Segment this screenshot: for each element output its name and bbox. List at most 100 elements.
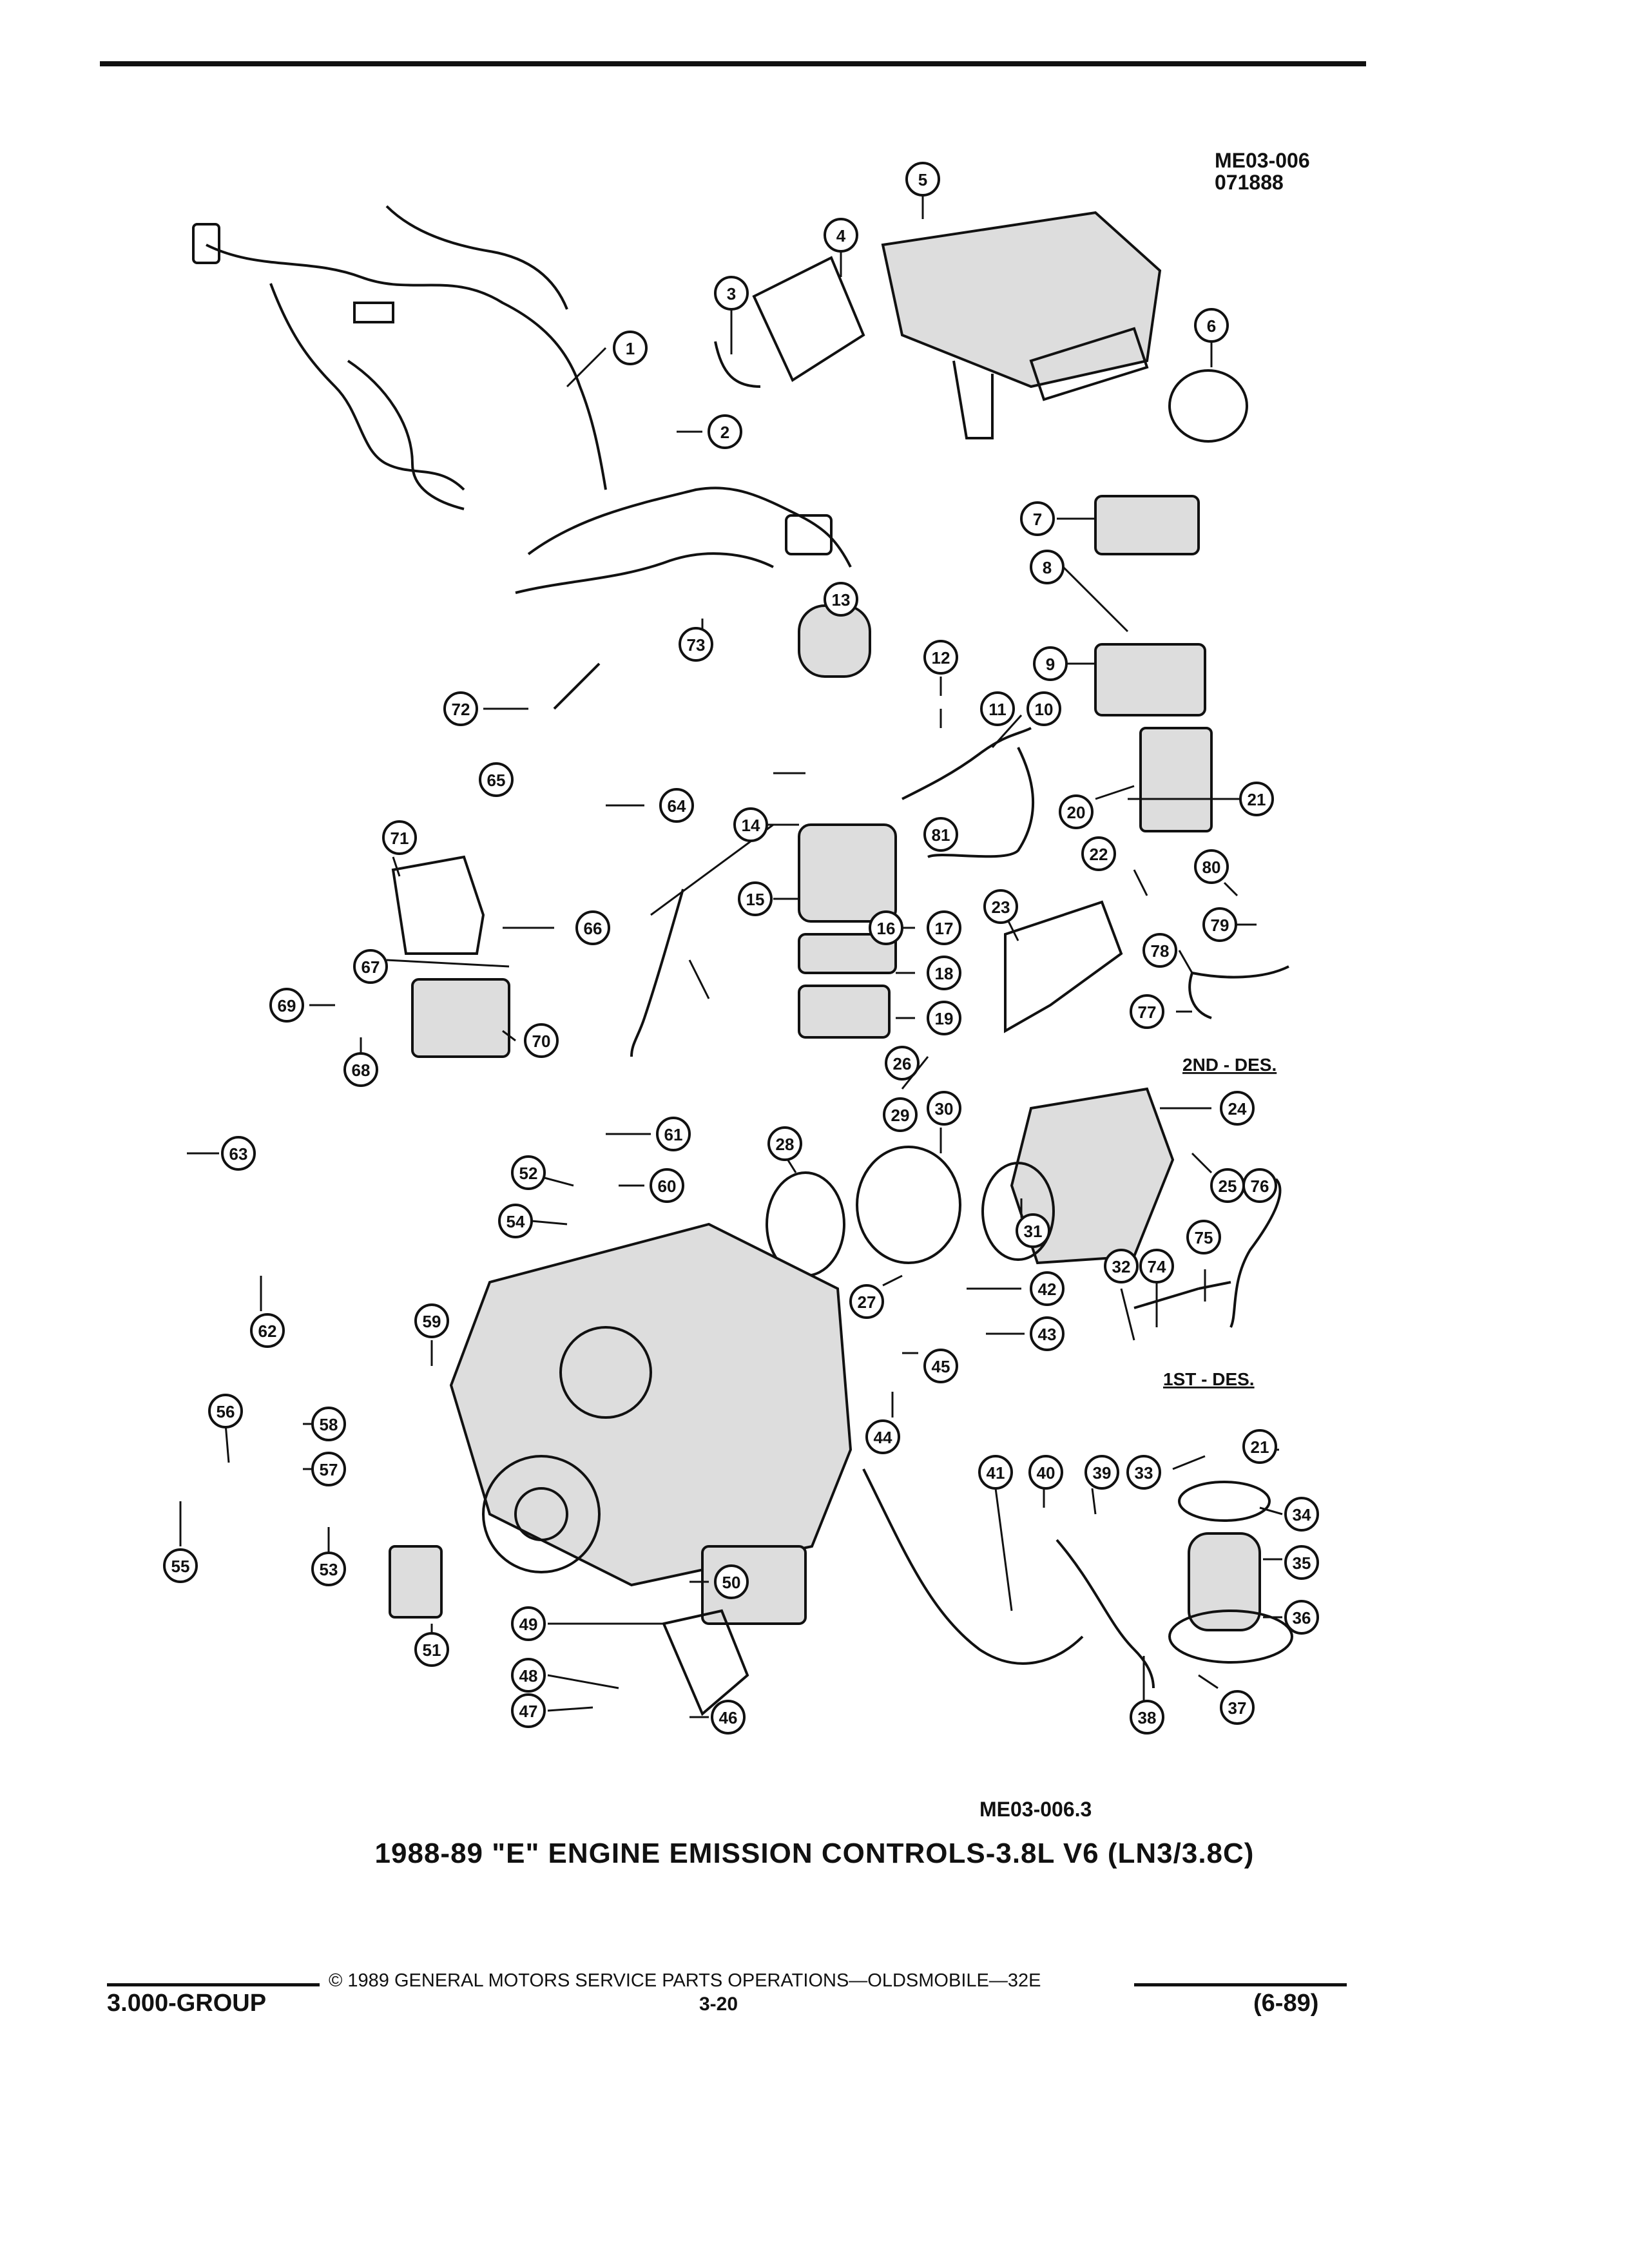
callout-number: 4: [836, 226, 846, 245]
callout-48: 48: [511, 1658, 546, 1693]
callout-number: 51: [423, 1640, 441, 1660]
callout-number: 38: [1138, 1708, 1157, 1727]
air-cleaner-illustration: [714, 211, 1248, 443]
diagram-code-block: ME03-006 071888: [1215, 149, 1310, 193]
callout-circle: [983, 889, 1018, 924]
callout-number: 35: [1293, 1553, 1311, 1573]
callout-circle: [923, 640, 958, 675]
callout-number: 80: [1202, 858, 1221, 877]
callout-number: 7: [1033, 510, 1042, 529]
callout-circle: [1202, 907, 1237, 942]
callout-number: 20: [1067, 803, 1086, 822]
callout-number: 32: [1112, 1257, 1131, 1276]
callout-number: 2: [720, 423, 729, 442]
callout-circle: [311, 1552, 346, 1586]
callout-number: 62: [258, 1321, 277, 1341]
callout-16: 16: [869, 910, 903, 945]
callout-13: 13: [824, 582, 858, 617]
callout-18: 18: [927, 956, 961, 990]
callout-number: 41: [987, 1463, 1005, 1483]
callout-number: 34: [1293, 1505, 1311, 1524]
callout-11: 11: [980, 691, 1015, 726]
callout-number: 24: [1228, 1099, 1247, 1119]
callout-8: 8: [1030, 550, 1065, 584]
callout-number: 69: [278, 996, 296, 1015]
callout-circle: [927, 956, 961, 990]
callout-number: 46: [719, 1708, 738, 1727]
callout-number: 30: [935, 1099, 954, 1119]
callout-number: 68: [352, 1061, 371, 1080]
injector-rail-harness-illustration: [515, 486, 852, 594]
callout-number: 13: [832, 590, 851, 610]
callout-number: 49: [519, 1615, 538, 1634]
callout-circle: [1242, 1429, 1277, 1464]
callout-57: 57: [311, 1452, 346, 1486]
callout-5: 5: [905, 162, 940, 197]
diagram-code: ME03-006: [1215, 149, 1310, 172]
callout-39: 39: [1084, 1455, 1119, 1490]
callout-circle: [1130, 1700, 1164, 1735]
callout-circle: [1139, 1249, 1174, 1283]
callout-54: 54: [498, 1204, 533, 1238]
callout-circle: [511, 1658, 546, 1693]
callout-37: 37: [1220, 1690, 1255, 1725]
callout-number: 57: [320, 1460, 338, 1479]
callout-number: 52: [519, 1164, 538, 1183]
callout-circle: [711, 1700, 746, 1735]
callout-number: 67: [361, 957, 380, 977]
design-label-2nd: 2ND - DES.: [1182, 1055, 1277, 1075]
callout-62: 62: [250, 1313, 285, 1348]
callout-circle: [1027, 691, 1061, 726]
callout-40: 40: [1028, 1455, 1063, 1490]
footer-rule-left: [107, 1983, 320, 1986]
callout-circle: [733, 807, 768, 842]
callout-circle: [978, 1455, 1013, 1490]
callout-number: 26: [893, 1054, 912, 1073]
callout-80: 80: [1194, 849, 1229, 884]
callout-23: 23: [983, 889, 1018, 924]
callout-circle: [221, 1136, 256, 1171]
callout-circle: [927, 1001, 961, 1035]
callout-70: 70: [524, 1023, 559, 1058]
callout-circle: [738, 881, 773, 916]
callout-circle: [659, 788, 694, 823]
callout-circle: [443, 691, 478, 726]
callout-51: 51: [414, 1632, 449, 1667]
callout-35: 35: [1284, 1545, 1319, 1580]
callout-circle: [980, 691, 1015, 726]
callout-33: 33: [1126, 1455, 1161, 1490]
callout-circle: [927, 910, 961, 945]
callout-number: 21: [1248, 790, 1266, 809]
callout-circle: [1020, 501, 1055, 536]
callout-31: 31: [1016, 1213, 1050, 1248]
callout-circle: [511, 1155, 546, 1190]
callout-circle: [269, 988, 304, 1023]
callout-number: 31: [1024, 1222, 1043, 1241]
callout-52: 52: [511, 1155, 546, 1190]
callout-number: 58: [320, 1415, 338, 1434]
callout-circle: [923, 817, 958, 852]
callout-number: 73: [687, 635, 706, 655]
callout-circle: [923, 1349, 958, 1383]
callout-81: 81: [923, 817, 958, 852]
callout-number: 22: [1090, 845, 1108, 864]
callout-number: 77: [1138, 1003, 1157, 1022]
callout-number: 1: [626, 339, 635, 358]
callout-circle: [1033, 646, 1068, 681]
callout-circle: [1194, 308, 1229, 343]
copyright-notice: © 1989 GENERAL MOTORS SERVICE PARTS OPER…: [329, 1970, 1041, 1991]
callout-number: 50: [722, 1573, 741, 1592]
callout-circle: [824, 218, 858, 253]
callout-69: 69: [269, 988, 304, 1023]
callout-30: 30: [927, 1091, 961, 1126]
callout-circle: [1284, 1545, 1319, 1580]
callout-circle: [1194, 849, 1229, 884]
callout-circle: [714, 276, 749, 311]
callout-number: 81: [932, 825, 950, 845]
group-label: 3.000-GROUP: [107, 1990, 267, 2017]
callout-43: 43: [1030, 1316, 1065, 1351]
callout-number: 37: [1228, 1698, 1247, 1718]
callout-number: 15: [746, 890, 765, 909]
